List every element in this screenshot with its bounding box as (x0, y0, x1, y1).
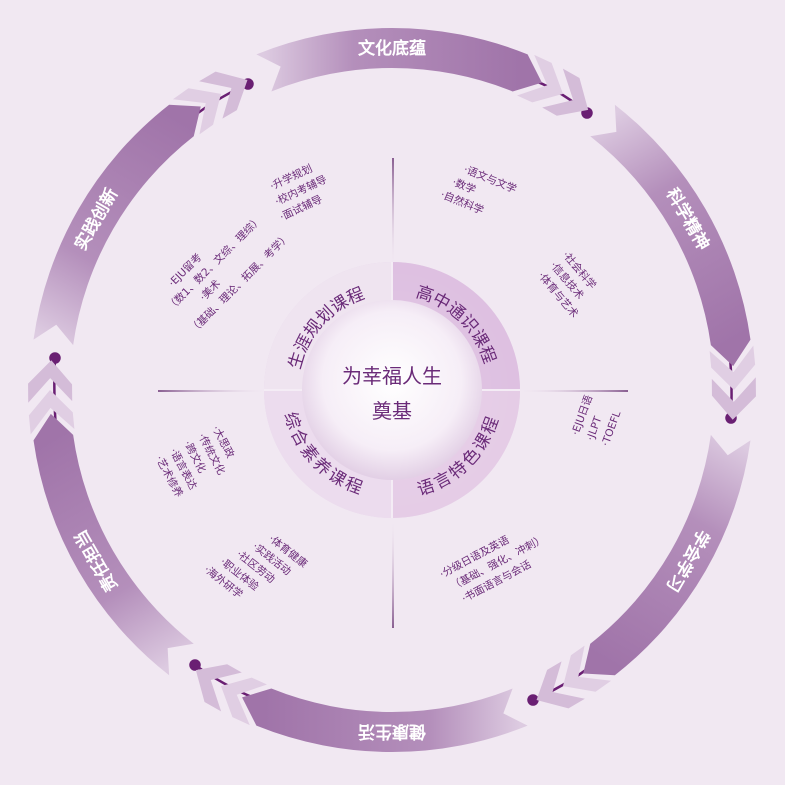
chevron-icon (709, 345, 756, 390)
outer-segment: 责任担当 (33, 413, 267, 726)
center-circle (302, 300, 482, 480)
inner-ring: 生涯规划课程 高中通识课程 语言特色课程 综合素养课程 为幸福人生 奠基 (264, 262, 520, 518)
items-career-b: ·EJU留考 （数1、数2、文综、理综） ·美术 （基础、理论、拓展、考学） (164, 213, 292, 336)
quadrant-dividers (158, 158, 628, 628)
items-language-b: ·分级日语及英语 （基础、强化、冲刺） ·书面语言与会话 (437, 532, 547, 605)
divider-right (518, 390, 628, 392)
outer-segment: 健康生活 (242, 645, 612, 752)
connector-dot (49, 352, 61, 364)
chevron-icon (542, 68, 589, 116)
divider-top (392, 158, 394, 268)
connector-dot (189, 659, 201, 671)
chevron-icon (195, 664, 242, 712)
ring-quadrant-top-left (264, 262, 392, 390)
items-general-b: ·社会科学 ·信息技术 ·体育与艺术 (535, 249, 599, 321)
chevron-icon (536, 661, 585, 709)
chevron-icon (172, 88, 221, 135)
outer-segment: 文化底蕴 (172, 27, 542, 135)
outer-segment: 科学精神 (517, 54, 751, 367)
center-title-line1: 为幸福人生 (342, 364, 442, 388)
items-literacy-a: ·大思政 ·传统文化 ·跨文化 ·语言表达 ·艺术修养 (153, 423, 238, 500)
segment-arrow (33, 413, 194, 676)
divider-bottom (392, 518, 394, 628)
items-career-a: ·升学规划 ·校内考辅导 ·面试辅导 (268, 162, 329, 224)
items-general-a: ·语文与文学 ·数学 ·自然科学 (439, 163, 519, 217)
chevron-icon (199, 71, 248, 119)
connector-dot (527, 694, 539, 706)
ring-quadrant-bottom-right (392, 390, 520, 518)
segment-label: 文化底蕴 (358, 38, 426, 59)
ring-quadrant-top-right (392, 262, 520, 390)
chevron-icon (711, 377, 756, 420)
chevron-icon (28, 360, 73, 403)
list-item: ·TOEFL (600, 409, 624, 448)
segment-arrow (33, 104, 201, 346)
chevron-icon (221, 677, 267, 726)
chevron-icon (517, 54, 563, 103)
list-item: ·自然科学 (439, 188, 486, 217)
segment-arrow (256, 27, 542, 92)
divider-left (158, 390, 268, 392)
list-item: （数1、数2、文综、理综） (164, 213, 264, 313)
ring-quadrant-bottom-left (264, 390, 392, 518)
outer-segment: 学会学习 (583, 345, 756, 676)
items-literacy-b: ·体育健康 ·实践活动 ·社区劳动 ·职业体验 ·海外研学 (202, 532, 311, 601)
segment-arrow (583, 434, 751, 676)
items-language-a: ·EJU日语 ·JLPT ·TOEFL (570, 393, 624, 448)
segment-arrow (590, 104, 751, 367)
center-title-line2: 奠基 (372, 399, 412, 423)
chevron-icon (28, 390, 75, 435)
segment-label: 健康生活 (358, 721, 426, 742)
chevron-icon (563, 645, 612, 692)
segment-arrow (242, 688, 528, 752)
